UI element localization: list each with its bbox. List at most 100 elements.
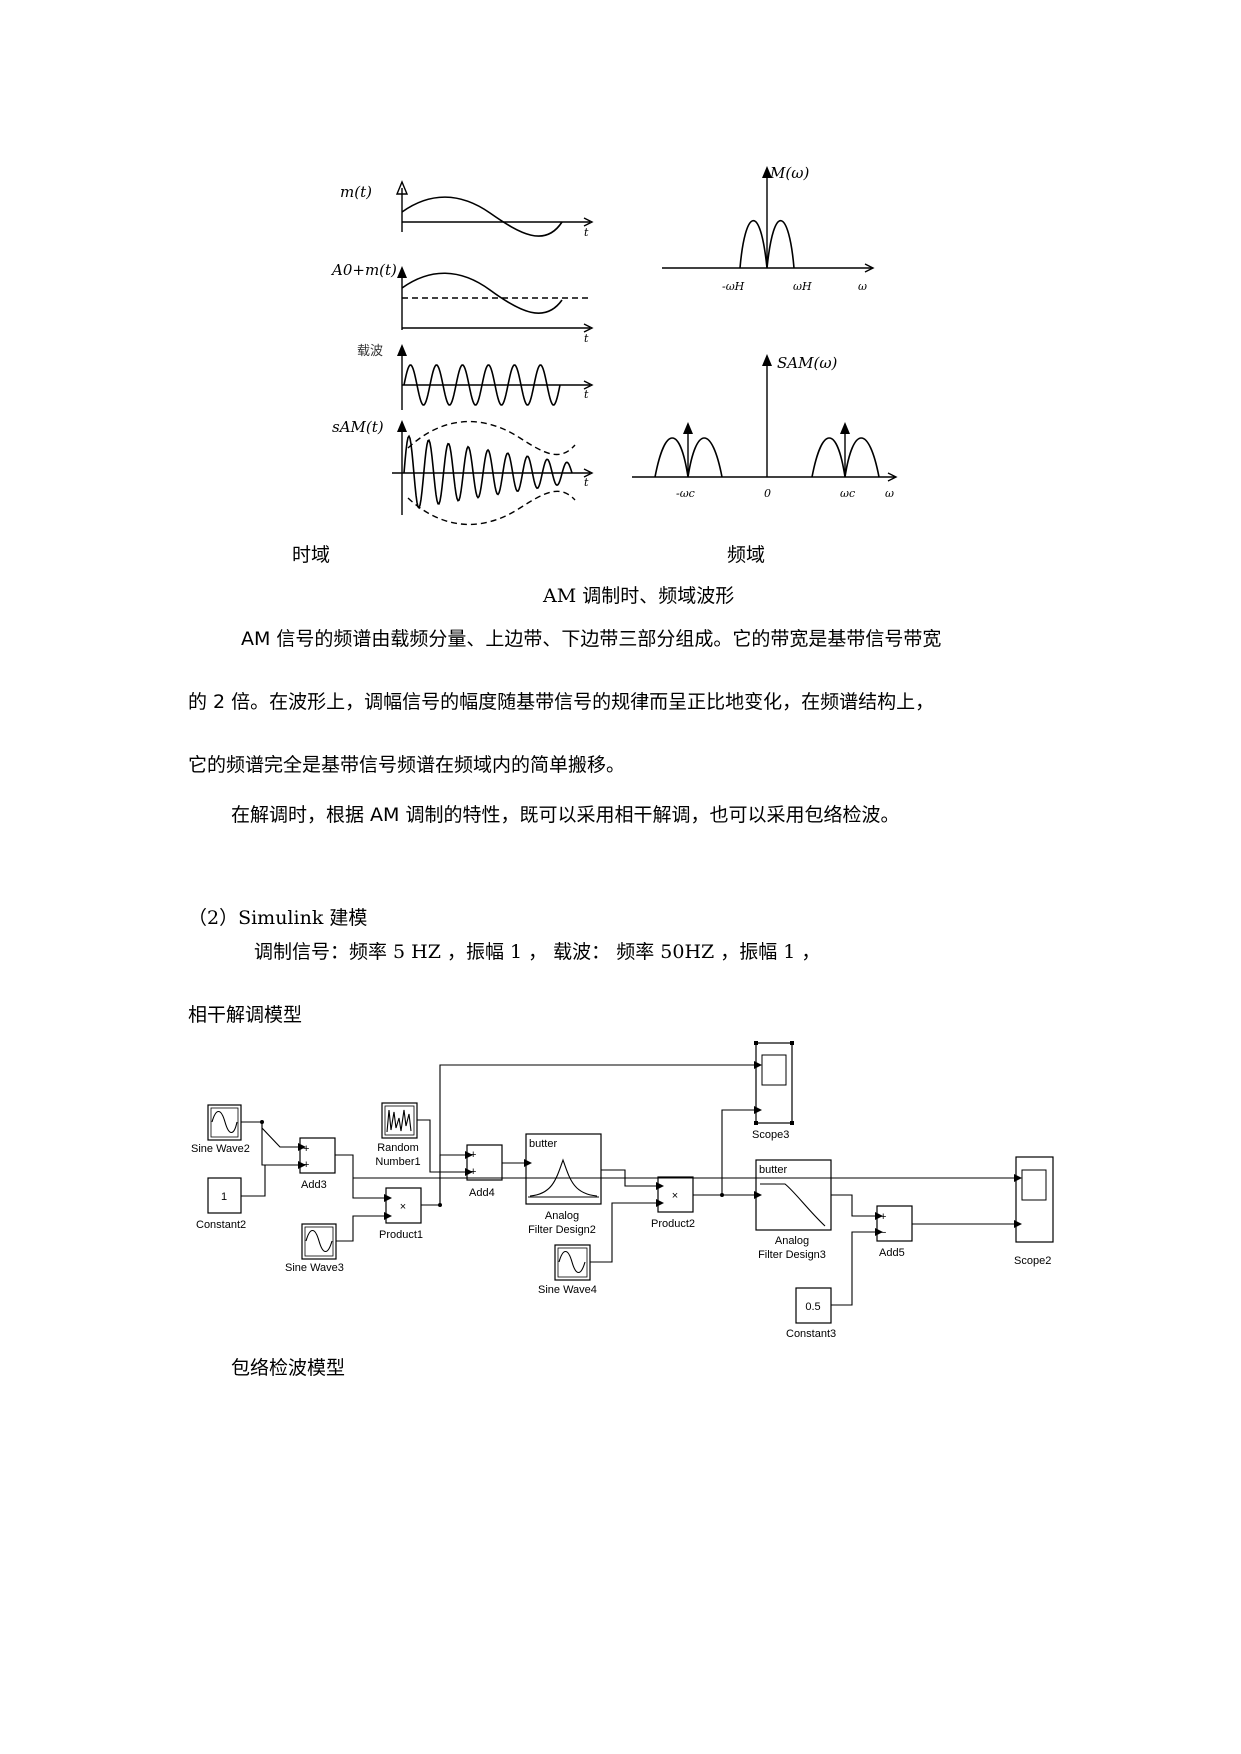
add5-plus: + [880,1211,886,1223]
add3-label: Add3 [301,1179,327,1191]
label-S-am-omega: SAM(ω) [777,354,838,372]
add4-label: Add4 [469,1187,495,1199]
label-neg-omega-h: -ωH [722,280,745,293]
arrow-icon [583,468,594,478]
label-s-am: sAM(t) [332,418,384,436]
am-waveform-figure: m(t) t A0+m(t) t 载波 t sAM(t) t M(ω) -ωH … [330,164,898,526]
paragraph-1-line-1: AM 信号的频谱由载频分量、上边带、下边带三部分组成。它的带宽是基带信号带宽 [241,628,942,650]
label-t: t [584,388,589,401]
sine-icon [305,1229,333,1253]
constant3-label: Constant3 [786,1328,836,1340]
filter2-label-line1: Analog [545,1210,579,1222]
add4-block[interactable] [466,1144,503,1181]
constant2-block[interactable] [207,1177,242,1214]
bandpass-icon [529,1158,598,1197]
envelope-upper [407,420,576,456]
add5-minus: − [880,1227,886,1239]
sine-wave2-inner [210,1107,239,1138]
random-icon [386,1109,412,1133]
arrow-icon [840,422,850,434]
scope2-screen [1021,1169,1047,1201]
constant3-value: 0.5 [805,1301,820,1313]
time-domain-label: 时域 [292,544,331,566]
selection-handle [754,1041,758,1045]
label-omega-c: ωc [840,487,855,500]
add5-block[interactable] [876,1205,913,1242]
label-t: t [584,332,589,345]
label-omega: ω [885,487,894,500]
filter3-type: butter [759,1164,787,1176]
label-t: t [584,226,589,239]
arrow-icon [395,180,409,195]
freq-domain-label: 频域 [727,544,766,566]
add4-plus-2: + [470,1166,476,1178]
product2-block[interactable] [657,1176,694,1213]
arrow-icon [583,217,594,227]
paragraph-1-line-3: 它的频谱完全是基带信号频谱在频域内的简单搬移。 [188,754,626,776]
label-omega-h: ωH [793,280,812,293]
product1-block[interactable] [385,1187,422,1224]
arrowheads [260,1061,1022,1236]
wave-carrier [403,364,561,406]
scope3-screen [761,1054,787,1086]
sine-wave3-label: Sine Wave3 [285,1262,344,1274]
envelope-model-title: 包络检波模型 [231,1357,346,1379]
label-m-t: m(t) [340,183,372,201]
sine-wave3-inner [304,1226,334,1257]
analog-filter-design3-block[interactable] [755,1159,832,1231]
arrow-icon [583,380,594,390]
params-line: 调制信号：频率 5 HZ ，振幅 1 ， 载波： 频率 50HZ ，振幅 1 ， [254,941,821,963]
envelope-lower [407,490,576,526]
product1-sign: × [400,1201,406,1213]
add3-block[interactable] [299,1137,336,1174]
selection-handle [754,1121,758,1125]
analog-filter-design2-block[interactable] [525,1133,602,1205]
paragraph-2: 在解调时，根据 AM 调制的特性，既可以采用相干解调，也可以采用包络检波。 [231,804,900,826]
wave-a0-m-t [401,272,563,314]
selection-handle [790,1121,794,1125]
add5-label: Add5 [879,1247,905,1259]
sine-icon [211,1110,238,1134]
label-neg-omega-c: -ωc [676,487,695,500]
label-zero: 0 [764,487,771,500]
label-carrier: 载波 [357,344,383,359]
sine-icon [558,1250,586,1274]
random-number1-inner [384,1105,415,1136]
arrow-icon [762,166,772,178]
filter3-label-line2: Filter Design3 [758,1249,826,1261]
filter2-label-line2: Filter Design2 [528,1224,596,1236]
label-t: t [584,476,589,489]
figure-caption: AM 调制时、频域波形 [543,585,735,607]
random-number1-label-line2: Number1 [375,1156,420,1168]
arrow-icon [683,422,693,434]
arrow-icon [397,420,407,432]
signal-lines [241,1064,1014,1306]
arrow-icon [762,354,772,366]
add3-plus-2: + [303,1159,309,1171]
label-M-omega: M(ω) [769,164,809,182]
wave-s-am [403,434,573,510]
scope3-label: Scope3 [752,1129,789,1141]
filter3-label-line1: Analog [775,1235,809,1247]
add4-plus-1: + [470,1149,476,1161]
paragraph-1-line-2: 的 2 倍。在波形上，调幅信号的幅度随基带信号的规律而呈正比地变化，在频谱结构上… [188,691,935,713]
sine-wave2-block[interactable] [207,1104,242,1141]
arrow-icon [397,266,407,278]
arrow-icon [397,344,407,356]
label-omega: ω [858,280,867,293]
selection-handle [790,1041,794,1045]
sine-wave2-label: Sine Wave2 [191,1143,250,1155]
random-number1-label-line1: Random [377,1142,419,1154]
constant3-block[interactable] [795,1287,832,1324]
product1-label: Product1 [379,1229,423,1241]
arrow-icon [583,323,594,333]
constant2-label: Constant2 [196,1219,246,1231]
add3-plus-1: + [303,1143,309,1155]
arrow-icon [887,472,898,482]
section-title: （2）Simulink 建模 [188,907,368,929]
filter2-type: butter [529,1138,557,1150]
sine-wave4-inner [557,1247,588,1278]
product2-sign: × [672,1190,678,1202]
wave-m-t [401,196,563,237]
coherent-model-title: 相干解调模型 [188,1004,303,1026]
